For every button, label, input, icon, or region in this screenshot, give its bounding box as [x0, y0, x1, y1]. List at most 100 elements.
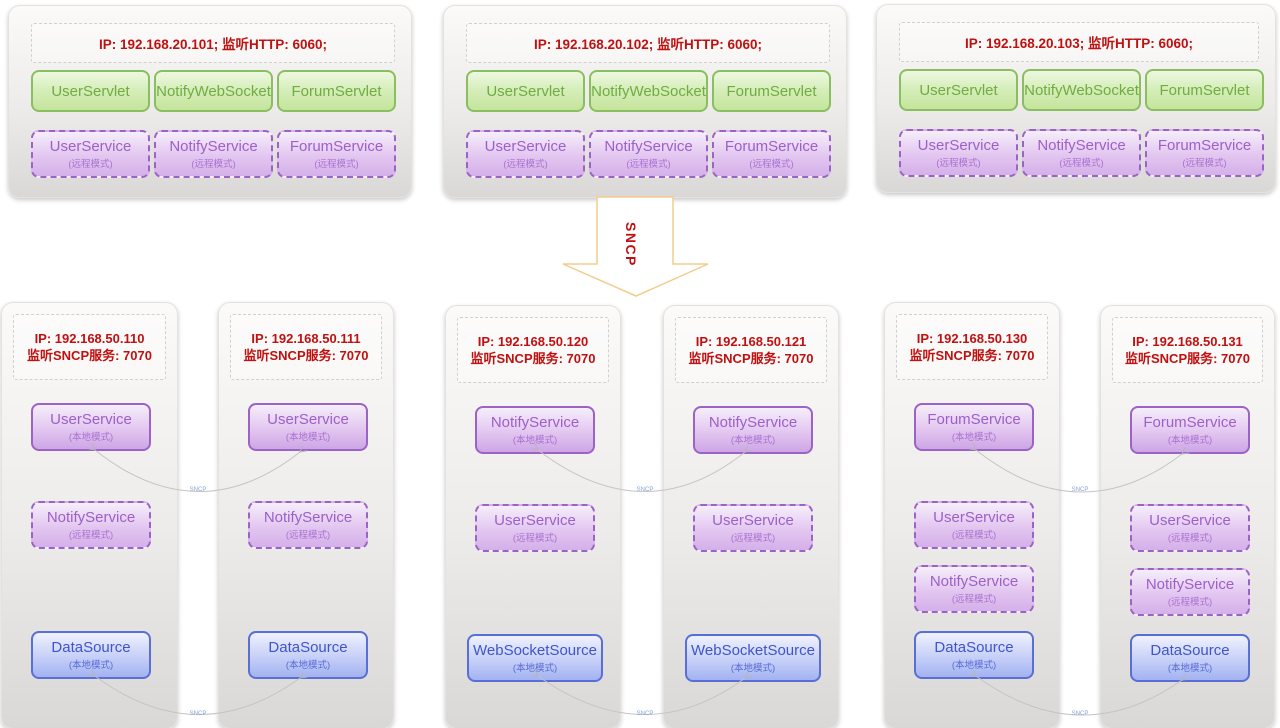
ip-banner: IP: 192.168.50.121 监听SNCP服务: 7070 [675, 317, 827, 383]
service-box-remote: UserService(远程模式) [31, 130, 150, 178]
ip-line: IP: 192.168.50.111 [251, 331, 361, 346]
service-box-remote: NotifyService(远程模式) [154, 130, 273, 178]
listen-line: 监听SNCP服务: 7070 [909, 348, 1035, 363]
websocketsource-box: WebSocketSource(本地模式) [467, 634, 603, 682]
service-mode: (本地模式) [512, 663, 558, 674]
ip-line: IP: 192.168.50.131 [1132, 334, 1243, 349]
service-name: UserService [712, 512, 794, 529]
service-mode: (远程模式) [1167, 597, 1213, 608]
service-name: UserService [49, 138, 132, 155]
servlet-box: NotifyWebSocket [1022, 69, 1141, 111]
ip-banner: IP: 192.168.20.101; 监听HTTP: 6060; [31, 23, 395, 63]
sncp-node-130: IP: 192.168.50.130 监听SNCP服务: 7070 ForumSe… [884, 302, 1060, 728]
service-mode: (远程模式) [626, 159, 671, 170]
service-name: DataSource [934, 639, 1014, 656]
web-node-103: IP: 192.168.20.103; 监听HTTP: 6060; UserSe… [876, 4, 1276, 193]
service-name: DataSource [1150, 642, 1230, 659]
servlet-box: UserServlet [31, 70, 150, 112]
service-box-remote: UserService(远程模式) [914, 501, 1034, 549]
servlet-label: UserServlet [486, 82, 565, 100]
service-name: DataSource [51, 639, 131, 656]
sncp-node-131: IP: 192.168.50.131 监听SNCP服务: 7070 ForumSe… [1100, 305, 1275, 728]
service-box-remote: ForumService(远程模式) [712, 130, 831, 178]
servlet-box: ForumServlet [1145, 69, 1264, 111]
service-name: DataSource [268, 639, 348, 656]
service-mode: (远程模式) [314, 159, 359, 170]
service-box-local: ForumService(本地模式) [1130, 406, 1250, 454]
service-mode: (远程模式) [512, 533, 558, 544]
ip-banner: IP: 192.168.50.130 监听SNCP服务: 7070 [896, 314, 1048, 380]
websocketsource-box: WebSocketSource(本地模式) [685, 634, 821, 682]
service-box-remote: ForumService (远程模式) [277, 130, 396, 178]
service-mode: (远程模式) [1182, 158, 1227, 169]
service-mode: (远程模式) [951, 594, 997, 605]
servlet-label: NotifyWebSocket [156, 82, 271, 100]
service-mode: (本地模式) [1167, 663, 1213, 674]
service-name: ForumService [724, 138, 819, 155]
ip-banner-text: IP: 192.168.20.103; 监听HTTP: 6060; [964, 36, 1194, 51]
service-box-local: NotifyService (本地模式) [693, 406, 813, 454]
service-box-remote: UserService(远程模式) [693, 504, 813, 552]
sncp-arrow-label: SNCP [623, 222, 639, 267]
service-name: NotifyService [604, 138, 693, 155]
service-mode: (本地模式) [730, 435, 776, 446]
servlet-box: ForumServlet [277, 70, 396, 112]
datasource-box: DataSource (本地模式) [31, 631, 151, 679]
datasource-box: DataSource (本地模式) [914, 631, 1034, 679]
service-mode: (本地模式) [951, 660, 997, 671]
connector-label: SNCP [190, 487, 207, 493]
servlet-label: ForumServlet [726, 82, 817, 100]
service-name: UserService [484, 138, 567, 155]
sncp-node-121: IP: 192.168.50.121 监听SNCP服务: 7070 NotifyS… [663, 305, 839, 728]
service-mode: (远程模式) [1167, 533, 1213, 544]
service-name: ForumService [289, 138, 384, 155]
listen-line: 监听SNCP服务: 7070 [1125, 351, 1250, 366]
service-name: NotifyService [708, 414, 798, 431]
service-name: ForumService [1157, 137, 1252, 154]
service-box-remote: UserService (远程模式) [1130, 504, 1250, 552]
servlet-label: ForumServlet [1159, 81, 1250, 99]
service-name: UserService [267, 411, 349, 428]
service-mode: (本地模式) [68, 432, 114, 443]
service-box-remote: NotifyService (远程模式) [914, 565, 1034, 613]
sncp-flow-arrow [562, 196, 709, 297]
listen-line: 监听SNCP服务: 7070 [27, 348, 152, 363]
listen-line: 监听SNCP服务: 7070 [688, 351, 814, 366]
service-name: NotifyService [929, 573, 1019, 590]
service-mode: (远程模式) [951, 530, 997, 541]
web-node-102: IP: 192.168.20.102; 监听HTTP: 6060; UserSe… [443, 5, 847, 198]
servlet-label: ForumServlet [291, 82, 382, 100]
service-mode: (本地模式) [68, 660, 114, 671]
service-name: UserService [1149, 512, 1231, 529]
ip-line: IP: 192.168.50.121 [695, 334, 807, 349]
service-mode: (远程模式) [936, 158, 981, 169]
service-mode: (本地模式) [512, 435, 558, 446]
ip-banner-text: IP: 192.168.20.102; 监听HTTP: 6060; [533, 37, 763, 52]
connector-label: SNCP [637, 487, 654, 493]
service-name: UserService [50, 411, 132, 428]
service-box-local: UserService(本地模式) [248, 403, 368, 451]
service-box-remote: NotifyService(远程模式) [1130, 568, 1250, 616]
ip-line: IP: 192.168.50.130 [916, 331, 1028, 346]
listen-line: 监听SNCP服务: 7070 [470, 351, 596, 366]
service-name: WebSocketSource [691, 642, 815, 659]
service-name: UserService [494, 512, 576, 529]
servlet-box: NotifyWebSocket [154, 70, 273, 112]
service-box-remote: UserService(远程模式) [466, 130, 585, 178]
ip-banner: IP: 192.168.20.103; 监听HTTP: 6060; [899, 22, 1259, 62]
service-box-local: ForumService (本地模式) [914, 403, 1034, 451]
service-name: NotifyService [1037, 137, 1126, 154]
servlet-box: UserServlet [466, 70, 585, 112]
service-name: UserService [917, 137, 1000, 154]
service-mode: (本地模式) [285, 660, 331, 671]
service-mode: (本地模式) [951, 432, 997, 443]
connector-label: SNCP [1072, 487, 1089, 493]
datasource-box: DataSource (本地模式) [248, 631, 368, 679]
service-box-local: NotifyService(本地模式) [475, 406, 595, 454]
service-name: ForumService [927, 411, 1021, 428]
